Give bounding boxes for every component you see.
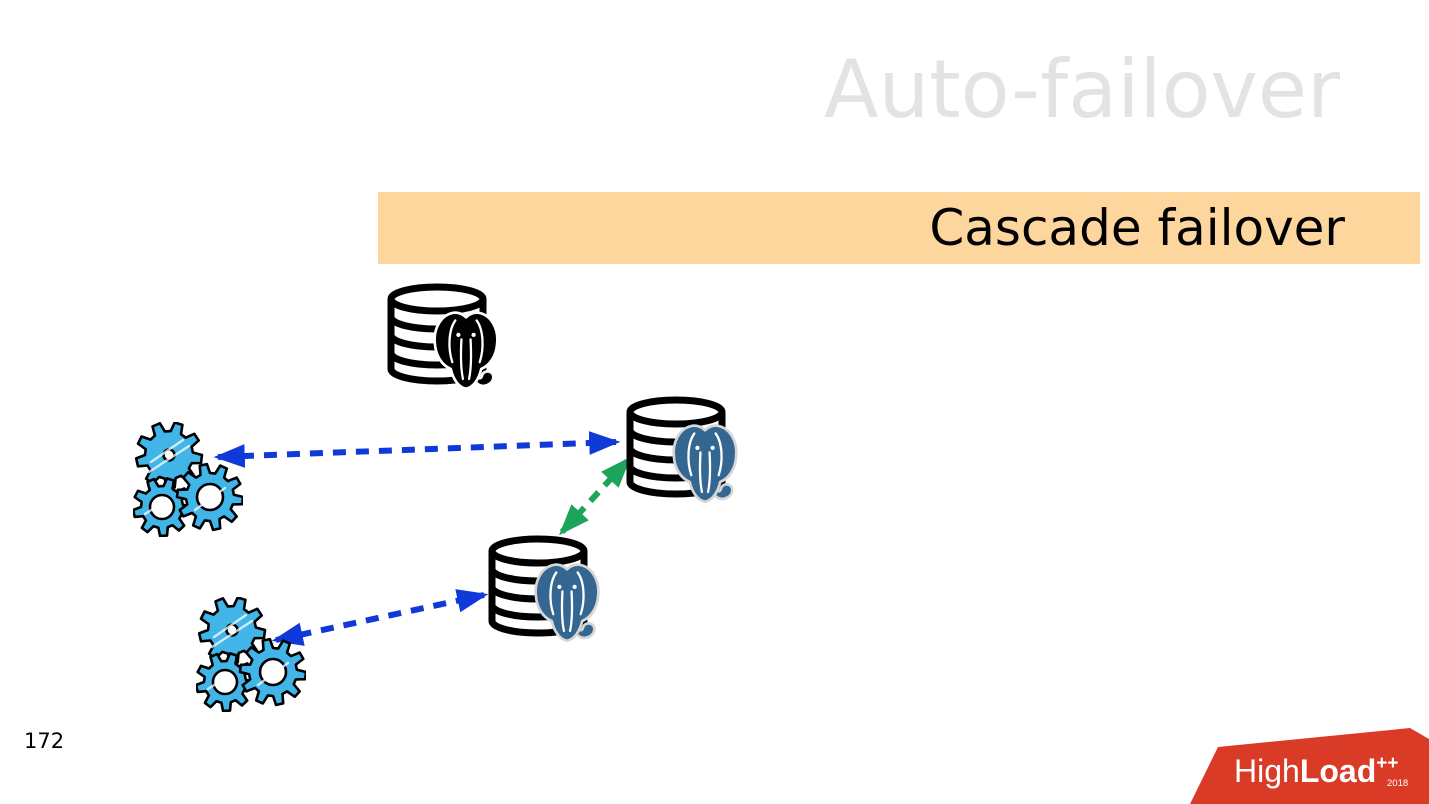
postgres-elephant-icon — [433, 311, 499, 391]
postgres-elephant-icon — [534, 563, 600, 643]
node-new-master-db — [622, 394, 747, 512]
highload-logo-year: 2018 — [1387, 778, 1408, 789]
node-app-clients-top — [131, 421, 245, 541]
arrow-apps-to-standby — [271, 589, 489, 646]
highload-logo: HighLoad++ 2018 — [1190, 728, 1429, 804]
highload-logo-text: HighLoad++ — [1234, 753, 1398, 789]
banner-text: Cascade failover — [929, 199, 1345, 257]
node-old-master-db — [383, 281, 508, 399]
arrow-apps-to-new-master — [213, 431, 621, 468]
node-app-clients-bottom — [194, 596, 308, 716]
banner: Cascade failover — [378, 192, 1420, 264]
arrow-standby-to-new-master — [559, 456, 631, 536]
gears-icon — [131, 421, 245, 538]
gears-icon — [194, 596, 308, 713]
node-cascade-standby-db — [484, 533, 609, 651]
highload-logo-flag — [1190, 728, 1429, 804]
postgres-elephant-icon — [672, 424, 738, 504]
postgres-database-icon — [626, 396, 738, 504]
postgres-database-icon — [488, 535, 600, 643]
slide-title: Auto-failover — [823, 43, 1340, 136]
postgres-database-icon — [387, 283, 499, 391]
page-number: 172 — [24, 729, 65, 753]
